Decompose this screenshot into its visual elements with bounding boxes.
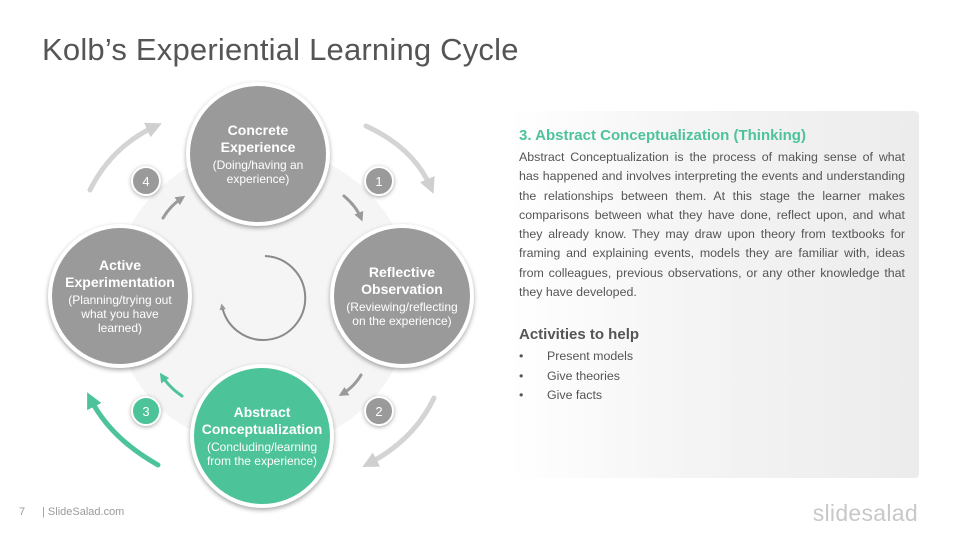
badge-1: 1 <box>364 166 394 196</box>
inner-arrow-2 <box>338 373 363 396</box>
footer-brand: | SlideSalad.com <box>42 506 125 518</box>
center-cycle-arrow <box>219 255 307 341</box>
outer-arrow-1 <box>363 123 435 194</box>
description-panel <box>509 111 919 478</box>
badge-2: 2 <box>364 396 394 426</box>
badge-3: 3 <box>131 396 161 426</box>
list-item: •Give facts <box>519 386 905 406</box>
description-content: 3. Abstract Conceptualization (Thinking)… <box>519 127 905 406</box>
activities-list: •Present models •Give theories •Give fac… <box>519 347 905 406</box>
inner-arrow-3 <box>159 372 184 398</box>
bullet-icon: • <box>519 349 524 364</box>
panel-body: Abstract Conceptualization is the proces… <box>519 150 905 300</box>
outer-arrow-2 <box>362 395 437 467</box>
bullet-icon: • <box>519 368 524 383</box>
outer-arrow-3 <box>87 392 161 468</box>
activities-title: Activities to help <box>519 326 640 344</box>
inner-arrow-1 <box>342 194 364 222</box>
panel-heading: 3. Abstract Conceptualization (Thinking) <box>519 127 806 144</box>
inner-arrow-4 <box>161 195 186 220</box>
cycle-arrows <box>87 122 437 468</box>
background-disc <box>112 148 412 448</box>
badge-4: 4 <box>131 166 161 196</box>
slidesalad-logo: slidesalad <box>812 500 918 526</box>
slide-title: Kolb’s Experiential Learning Cycle <box>42 32 519 67</box>
list-item: •Give theories <box>519 367 905 387</box>
page-number: 7 <box>19 506 26 518</box>
bullet-icon: • <box>519 388 524 403</box>
list-item: •Present models <box>519 347 905 367</box>
outer-arrow-4 <box>87 122 162 193</box>
